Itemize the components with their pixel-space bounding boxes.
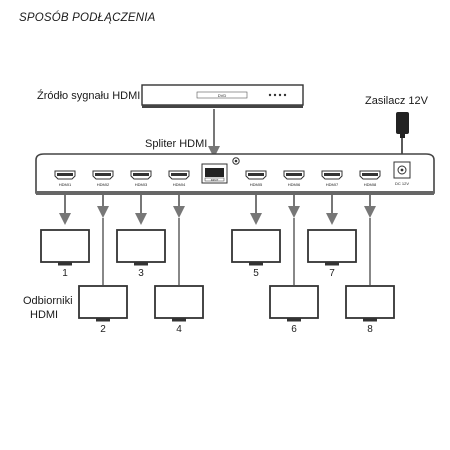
power-label: Zasilacz 12V (365, 95, 428, 107)
monitor-3: 3 (116, 229, 166, 279)
monitor-5: 5 (231, 229, 281, 279)
output-port-6: HDMI6 (283, 170, 305, 187)
monitor-number-1: 1 (62, 268, 68, 279)
monitor-number-7: 7 (329, 268, 335, 279)
output-port-5: HDMI5 (245, 170, 267, 187)
monitor-number-8: 8 (367, 324, 373, 335)
monitor-number-4: 4 (176, 324, 182, 335)
output-port-3: HDMI3 (130, 170, 152, 187)
monitor-4: 4 (154, 285, 204, 335)
monitor-6: 6 (269, 285, 319, 335)
output-port-4: HDMI4 (168, 170, 190, 187)
port-label-7: HDMI7 (326, 182, 339, 187)
source-label: Źródło sygnału HDMI (37, 90, 141, 102)
output-port-8: HDMI8 (359, 170, 381, 187)
output-port-2: HDMI2 (92, 170, 114, 187)
port-label-1: HDMI1 (59, 182, 72, 187)
monitor-number-5: 5 (253, 268, 259, 279)
port-label-6: HDMI6 (288, 182, 301, 187)
monitor-number-6: 6 (291, 324, 297, 335)
monitor-8: 8 (345, 285, 395, 335)
output-port-1: HDMI1 (54, 170, 76, 187)
input-port-label: INPUT (211, 179, 219, 182)
monitor-2: 2 (78, 285, 128, 335)
monitor-7: 7 (307, 229, 357, 279)
port-label-4: HDMI4 (173, 182, 186, 187)
monitor-number-2: 2 (100, 324, 106, 335)
dc-port-label: DC 12V (395, 181, 409, 186)
port-label-2: HDMI2 (97, 182, 110, 187)
port-label-8: HDMI8 (364, 182, 377, 187)
port-label-3: HDMI3 (135, 182, 148, 187)
page-heading: SPOSÓB PODŁĄCZENIA (19, 12, 156, 24)
receivers-label-line1: Odbiorniki (23, 295, 73, 307)
monitor-1: 1 (40, 229, 90, 279)
hdmi-splitter: INPUT DC 12V HDMI1 HDMI2 HDMI3 HDMI4 (35, 153, 435, 195)
dvd-text: DVD (218, 93, 227, 98)
dvd-source-device: DVD (141, 84, 304, 108)
receivers-label-line2: HDMI (30, 309, 59, 321)
output-port-7: HDMI7 (321, 170, 343, 187)
power-adapter (396, 112, 409, 158)
port-label-5: HDMI5 (250, 182, 263, 187)
splitter-label: Spliter HDMI (145, 138, 208, 150)
output-cables (59, 195, 376, 285)
monitor-number-3: 3 (138, 268, 144, 279)
